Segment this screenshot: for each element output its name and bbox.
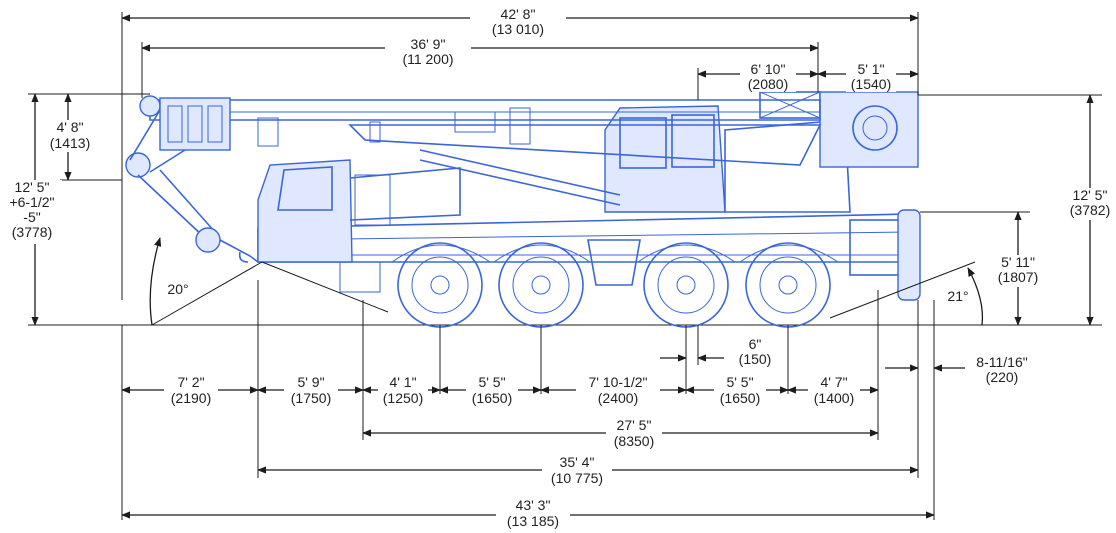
front-height-line-1: 12' 5" (15, 179, 50, 195)
cab-window (277, 166, 333, 211)
rear-top-metric: (1540) (851, 76, 891, 92)
bottom-seg-1-imperial: 7' 2" (177, 374, 204, 390)
rear-overhang-imperial: 8-11/16" (976, 354, 1027, 370)
front-height-line-3: -5" (23, 209, 40, 225)
overall-height-imperial: 12' 5" (1073, 187, 1108, 203)
wheel-2 (498, 242, 584, 328)
overall-top-imperial: 42' 8" (501, 6, 536, 22)
bottom-seg-1-metric: (2190) (171, 390, 211, 406)
boom (149, 99, 821, 121)
overall-length-metric: (13 185) (507, 513, 559, 529)
wheelbase-metric: (8350) (614, 433, 654, 449)
overall-height-metric: (3782) (1070, 202, 1110, 218)
outrigger-box (587, 239, 641, 286)
wheel-3 (643, 242, 729, 328)
counterweight (819, 91, 919, 168)
bottom-seg-4-metric: (1650) (472, 390, 512, 406)
bottom-seg-5-metric: (2400) (598, 390, 638, 406)
winch-drum (852, 105, 898, 151)
boom-head-imperial: 4' 8" (56, 119, 83, 135)
departure-angle: 21° (947, 288, 968, 304)
wheelbase-imperial: 27' 5" (617, 417, 652, 433)
front-height-line-2: +6-1/2" (9, 194, 54, 210)
bottom-seg-3-imperial: 4' 1" (389, 374, 416, 390)
carrier-length-imperial: 35' 4" (560, 454, 595, 470)
dimension-labels: 42' 8" (13 010) 36' 9" (11 200) 6' 10" (… (6, 6, 1114, 532)
axle-offset-metric: (150) (739, 351, 772, 367)
rear-carrier (849, 219, 901, 276)
carrier-length-metric: (10 775) (551, 470, 603, 486)
rear-overhang-metric: (220) (986, 369, 1019, 385)
bottom-seg-6-metric: (1650) (720, 390, 760, 406)
dimension-lines (28, 12, 1102, 520)
cab-axle-imperial: 6' 10" (751, 61, 786, 77)
wheel-1 (397, 242, 483, 328)
hook-block (195, 227, 259, 263)
operator-cab (604, 105, 726, 213)
overall-top-metric: (13 010) (492, 21, 544, 37)
boom-head (125, 95, 231, 178)
rear-height-imperial: 5' 11" (1001, 254, 1035, 270)
boom-head-metric: (1413) (50, 135, 90, 151)
wheel-4 (745, 242, 831, 328)
bottom-seg-2-imperial: 5' 9" (297, 374, 324, 390)
axle-offset-imperial: 6" (749, 336, 762, 352)
boom-length-metric: (11 200) (402, 51, 453, 67)
bottom-seg-5-imperial: 7' 10-1/2" (588, 374, 647, 390)
rear-top-imperial: 5' 1" (857, 61, 884, 77)
bottom-seg-6-imperial: 5' 5" (726, 374, 753, 390)
bottom-seg-7-imperial: 4' 7" (820, 374, 847, 390)
rear-height-metric: (1807) (998, 269, 1038, 285)
bottom-seg-7-metric: (1400) (814, 390, 854, 406)
bottom-seg-4-imperial: 5' 5" (478, 374, 505, 390)
front-height-metric: (3778) (12, 224, 52, 240)
bottom-seg-2-metric: (1750) (291, 390, 331, 406)
boom-lift-cylinder (419, 149, 621, 196)
boom-length-imperial: 36' 9" (411, 36, 446, 52)
crane-illustration (120, 91, 1000, 328)
approach-angle: 20° (167, 281, 188, 297)
bottom-seg-3-metric: (1250) (383, 390, 423, 406)
cab-axle-metric: (2080) (748, 76, 788, 92)
rear-wheel-guard (897, 209, 921, 301)
carrier-cab (257, 159, 353, 263)
overall-length-imperial: 43' 3" (516, 497, 551, 513)
